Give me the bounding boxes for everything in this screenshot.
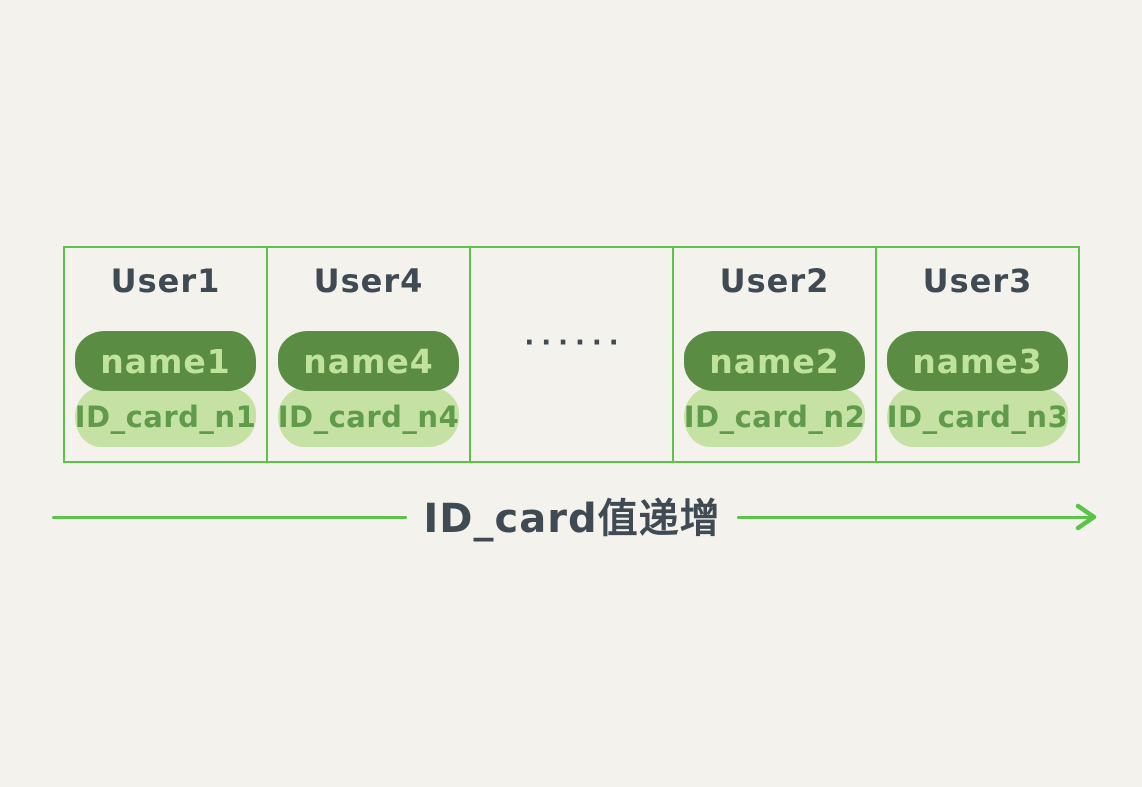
- name-pill-label: name1: [100, 341, 231, 381]
- increase-axis: ID_card值递增: [52, 492, 1097, 542]
- ellipsis-dots: ······: [524, 327, 626, 358]
- pill-stack: name4 ID_card_n4: [278, 331, 459, 447]
- idcard-pill-label: ID_card_n4: [277, 400, 460, 434]
- user-cell-2: User2 name2 ID_card_n2: [674, 248, 877, 461]
- pill-stack: name2 ID_card_n2: [684, 331, 865, 447]
- name-pill: name1: [75, 331, 256, 391]
- user-cell-3: User3 name3 ID_card_n3: [877, 248, 1078, 461]
- idcard-pill: ID_card_n2: [684, 387, 865, 447]
- idcard-pill: ID_card_n4: [278, 387, 459, 447]
- cell-title: User1: [110, 262, 221, 300]
- axis-label: ID_card值递增: [423, 496, 721, 542]
- user-table: User1 name1 ID_card_n1 User4 name4 ID_ca…: [63, 246, 1080, 463]
- idcard-pill: ID_card_n1: [75, 387, 256, 447]
- cell-title: User3: [922, 262, 1033, 300]
- idcard-pill: ID_card_n3: [887, 387, 1068, 447]
- idcard-pill-label: ID_card_n1: [74, 400, 257, 434]
- axis-line-left: [52, 515, 408, 519]
- user-cell-1: User1 name1 ID_card_n1: [65, 248, 268, 461]
- name-pill: name3: [887, 331, 1068, 391]
- ellipsis-cell: ······: [471, 248, 674, 461]
- cell-title: User4: [313, 262, 424, 300]
- arrowhead-icon: [1075, 503, 1097, 531]
- user-cell-4: User4 name4 ID_card_n4: [268, 248, 471, 461]
- name-pill-label: name4: [303, 341, 434, 381]
- cell-title: User2: [719, 262, 830, 300]
- name-pill: name4: [278, 331, 459, 391]
- pill-stack: name3 ID_card_n3: [887, 331, 1068, 447]
- idcard-pill-label: ID_card_n2: [683, 400, 866, 434]
- idcard-pill-label: ID_card_n3: [886, 400, 1069, 434]
- name-pill-label: name3: [912, 341, 1043, 381]
- pill-stack: name1 ID_card_n1: [75, 331, 256, 447]
- axis-line-right: [736, 503, 1097, 531]
- name-pill: name2: [684, 331, 865, 391]
- name-pill-label: name2: [709, 341, 840, 381]
